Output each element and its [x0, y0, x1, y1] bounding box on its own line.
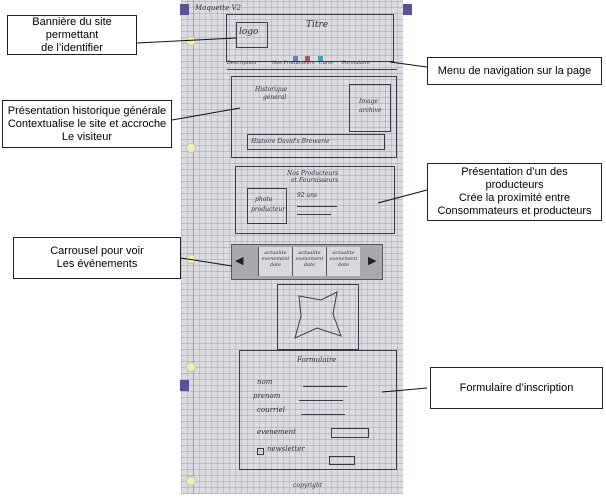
sketch-photo: Maquette V2 logo Titre Description Nos P… — [181, 0, 403, 494]
carousel-cell-text: actualite — [298, 250, 321, 256]
carousel-next-icon: ▶ — [368, 255, 377, 267]
sketch-history-footer-box — [247, 134, 385, 150]
sketch-page-title: Maquette V2 — [195, 4, 241, 12]
sketch-nav-item: Description — [227, 60, 257, 66]
callout-form: Formulaire d’inscription — [430, 367, 603, 409]
sketch-carousel: ◀ actualite evenement date actualite eve… — [231, 244, 383, 280]
callout-text: Consommateurs et producteurs — [437, 205, 592, 217]
sketch-image-label: Image — [359, 98, 379, 105]
connector-menu — [389, 61, 428, 68]
sketch-map-shape — [294, 291, 342, 339]
connector-producer — [377, 189, 428, 204]
sketch-history-box — [231, 76, 397, 158]
sketch-history-text: Historique — [255, 86, 288, 93]
carousel-cell: actualite evenement date — [258, 247, 292, 276]
callout-history: Présentation historique générale Context… — [2, 100, 172, 148]
social-icon-1 — [293, 56, 298, 61]
binder-hole — [186, 143, 196, 153]
callout-text: Contextualise le site et accroche — [7, 117, 167, 130]
sketch-input-line — [301, 414, 345, 415]
sketch-nav-item: Nos Producteurs — [272, 60, 315, 66]
callout-text: Carrousel pour voir — [50, 245, 144, 257]
callout-producer: Présentation d’un des producteurs Crée l… — [427, 163, 602, 221]
callout-banner: Bannière du site permettant de l’identif… — [7, 15, 137, 55]
sketch-image-box — [349, 84, 391, 132]
sketch-form-event: evenement — [257, 428, 296, 436]
sketch-form-box — [239, 350, 397, 470]
social-icon-2 — [305, 56, 311, 61]
notebook-margin-line — [193, 0, 194, 494]
sketch-text-line — [297, 206, 337, 207]
sketch-form-field: courriel — [257, 406, 285, 414]
carousel-cell: actualite evenement date — [326, 247, 360, 276]
connector-form — [381, 387, 428, 393]
sketch-input-line — [303, 386, 347, 387]
callout-text: Bannière du site permettant — [32, 15, 112, 41]
sketch-form-field: nom — [257, 378, 273, 386]
callout-text: Présentation historique générale — [7, 104, 167, 117]
sketch-newsletter-checkbox — [257, 448, 264, 455]
sketch-producer-photo-box — [247, 188, 287, 224]
corner-marker — [180, 4, 189, 15]
callout-text: Menu de navigation sur la page — [437, 64, 592, 77]
sketch-logo: logo — [239, 27, 259, 37]
sketch-producer-photo: photo — [255, 196, 273, 203]
carousel-cell-text: date — [269, 262, 282, 268]
sketch-form-heading: Formulaire — [297, 356, 337, 364]
sketch-history-footer: Histoire David's Brewerie — [251, 138, 330, 145]
carousel-cell-text: date — [337, 262, 350, 268]
social-icons — [293, 48, 323, 66]
sketch-history-text: général — [263, 94, 287, 101]
carousel-cell: actualite evenement date — [292, 247, 326, 276]
sketch-footer: copyright — [293, 482, 323, 489]
sketch-producer-photo: producteur — [251, 206, 286, 213]
sketch-map-box — [277, 284, 359, 350]
binder-hole — [186, 362, 196, 372]
carousel-cell-text: evenement — [329, 256, 358, 262]
carousel-cell-text: actualite — [264, 250, 287, 256]
sketch-text-line — [297, 214, 331, 215]
sketch-nav-item: Carte — [319, 60, 334, 66]
callout-text: Présentation d’un des producteurs — [461, 166, 568, 191]
connector-banner — [136, 37, 237, 44]
sketch-logo-box — [236, 22, 268, 48]
callout-menu: Menu de navigation sur la page — [427, 57, 602, 85]
carousel-cell-text: evenement — [295, 256, 324, 262]
callout-carousel: Carrousel pour voir Les événements — [13, 237, 181, 279]
callout-text: Crée la proximité entre — [458, 192, 571, 204]
callout-text: Formulaire d’inscription — [459, 381, 574, 394]
carousel-cell-text: evenement — [261, 256, 290, 262]
connector-history — [171, 107, 241, 121]
sketch-producer-heading: et Fournisseurs — [291, 177, 339, 184]
binder-hole — [186, 476, 196, 486]
sketch-nav-item: Formulaire — [342, 60, 371, 66]
sketch-input-line — [299, 400, 343, 401]
social-icon-3 — [317, 56, 323, 61]
sketch-producer-heading: Nos Producteurs — [287, 170, 339, 177]
sketch-title: Titre — [306, 20, 329, 30]
connector-carousel — [180, 257, 233, 267]
corner-marker — [180, 380, 189, 391]
sketch-form-field: prenom — [253, 392, 281, 400]
carousel-prev-icon: ◀ — [235, 255, 244, 267]
sketch-producer-box — [235, 166, 395, 234]
sketch-producer-age: 92 ans — [297, 192, 318, 199]
corner-marker — [403, 4, 412, 15]
sketch-image-label: archive — [359, 107, 382, 114]
callout-text: Le visiteur — [61, 130, 113, 143]
sketch-event-select — [331, 428, 369, 438]
callout-text: Les événements — [56, 258, 138, 270]
carousel-cell-text: date — [303, 262, 316, 268]
callout-text: de l’identifier — [41, 41, 103, 54]
sketch-submit-button — [329, 456, 355, 465]
sketch-nav: Description Nos Producteurs Carte Formul… — [227, 60, 397, 70]
carousel-cell-text: actualite — [332, 250, 355, 256]
sketch-form-newsletter: newsletter — [267, 445, 305, 453]
